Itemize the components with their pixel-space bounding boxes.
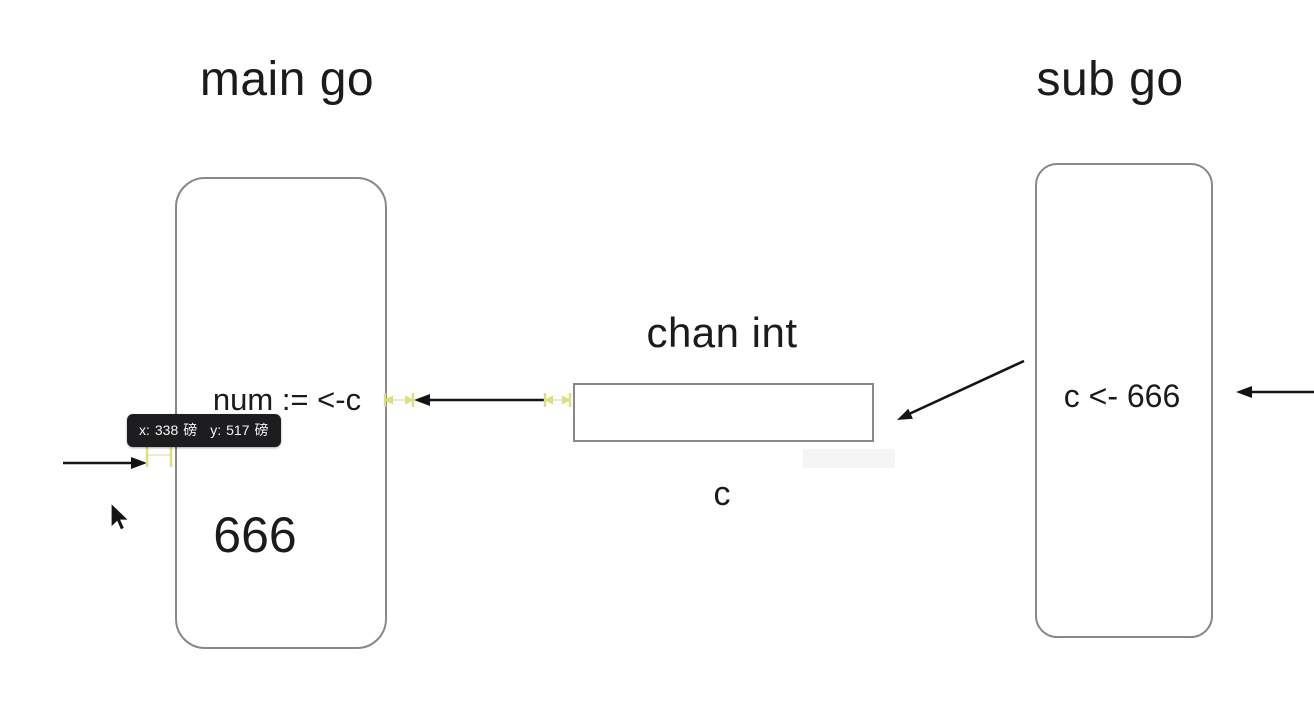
channel-name-label[interactable]: c <box>713 475 731 513</box>
spacing-guide-main-gap <box>383 393 415 407</box>
sub-goroutine-title[interactable]: sub go <box>1036 53 1184 106</box>
arrow-into-main-left[interactable] <box>63 457 147 469</box>
received-value-label[interactable]: 666 <box>213 507 297 563</box>
tooltip-x-unit: 磅 <box>183 422 198 438</box>
spacing-guide-left <box>145 447 173 467</box>
channel-ghost-highlight <box>803 449 895 468</box>
channel-title[interactable]: chan int <box>646 309 798 356</box>
coordinate-tooltip: x: 338 磅 y: 517 磅 <box>127 414 281 447</box>
mouse-cursor-icon <box>110 501 131 531</box>
tooltip-x-label: x: <box>139 422 150 438</box>
receive-statement-label[interactable]: num := <-c <box>212 382 362 417</box>
tooltip-x-value: 338 <box>154 422 179 438</box>
channel-box[interactable] <box>573 383 874 442</box>
sub-goroutine-box[interactable] <box>1035 163 1213 638</box>
arrow-into-sub-right[interactable] <box>1236 386 1314 398</box>
spacing-guide-channel-gap <box>543 393 572 407</box>
tooltip-y-label: y: <box>210 422 222 438</box>
main-goroutine-box[interactable] <box>175 177 387 649</box>
arrow-channel-to-main[interactable] <box>414 394 546 406</box>
arrow-sub-to-channel[interactable] <box>897 359 1025 420</box>
send-statement-label[interactable]: c <- 666 <box>1063 378 1181 414</box>
tooltip-y-value: 517 <box>226 422 250 438</box>
tooltip-y-unit: 磅 <box>254 422 269 438</box>
main-goroutine-title[interactable]: main go <box>199 53 375 106</box>
